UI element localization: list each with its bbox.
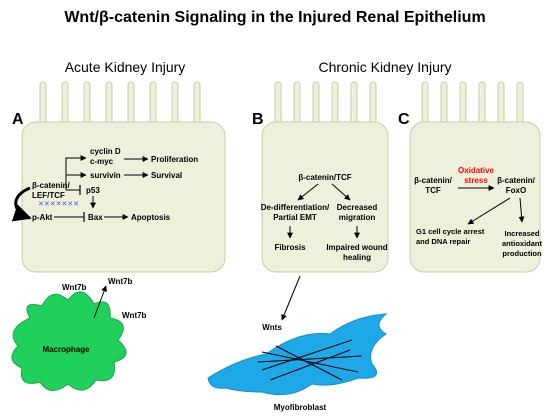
- wnts-label: Wnts: [262, 323, 282, 332]
- a-pakt: p-Akt: [32, 213, 53, 222]
- stress-fibers: [257, 339, 363, 381]
- c-bcatenin: β-catenin/: [414, 176, 453, 185]
- c-oxidative: Oxidative: [458, 166, 495, 175]
- panel-c-content: β-catenin/ TCF Oxidative stress β-cateni…: [414, 166, 542, 258]
- wnt7b-right: Wnt7b: [122, 311, 147, 320]
- panel-a-letter: A: [12, 111, 24, 128]
- wnt7b-left: Wnt7b: [62, 283, 87, 292]
- macrophage-cell: [11, 291, 127, 391]
- a-cyclin: cyclin D: [90, 147, 121, 156]
- panel-b-content: β-catenin/TCF De-differentiation/ Partia…: [261, 173, 388, 262]
- a-survival: Survival: [151, 171, 182, 180]
- b-partial-emt: Partial EMT: [273, 213, 317, 222]
- c-tcf: TCF: [425, 186, 441, 195]
- a-proliferation: Proliferation: [151, 155, 198, 164]
- myofibroblast-cell: [207, 313, 388, 396]
- cilia-b: [274, 81, 377, 127]
- cilia-c: [421, 81, 524, 127]
- chronic-heading: Chronic Kidney Injury: [318, 59, 451, 75]
- c-bcatenin-foxo: β-catenin/: [497, 176, 536, 185]
- cell-c: [409, 81, 541, 273]
- cilia-a: [39, 81, 201, 127]
- cell-a: [21, 81, 226, 273]
- c-antioxidant: antioxidant: [502, 239, 543, 248]
- a-bax: Bax: [88, 213, 103, 222]
- wnt7b-top: Wnt7b: [108, 277, 133, 286]
- b-fibrosis: Fibrosis: [274, 243, 306, 252]
- figure-title: Wnt/β-catenin Signaling in the Injured R…: [64, 9, 485, 26]
- a-lef-tcf: LEF/TCF: [32, 191, 65, 200]
- a-cmyc: c-myc: [90, 157, 114, 166]
- c-production: production: [502, 249, 542, 258]
- b-decreased: Decreased: [337, 203, 378, 212]
- b-healing: healing: [343, 253, 371, 262]
- c-increased: Increased: [504, 229, 539, 238]
- c-foxo: FoxO: [506, 186, 526, 195]
- c-g1-arrest: G1 cell cycle arrest: [416, 227, 485, 236]
- a-survivin: survivin: [90, 171, 121, 180]
- b-impaired: Impaired wound: [326, 243, 387, 252]
- cell-body-c: [409, 121, 541, 273]
- cell-body-a: [21, 121, 226, 273]
- myofibroblast-label: Myofibroblast: [274, 403, 327, 412]
- a-p53: p53: [86, 186, 100, 195]
- c-dna-repair: and DNA repair: [416, 237, 470, 246]
- panel-a-content: β-catenin/ LEF/TCF ✕✕✕✕✕✕✕ cyclin D c-my…: [11, 147, 198, 222]
- a-apoptosis: Apoptosis: [131, 213, 171, 222]
- a-bcatenin: β-catenin/: [32, 181, 71, 190]
- b-migration: migration: [339, 213, 376, 222]
- macrophage-label: Macrophage: [42, 345, 90, 354]
- b-bcatenin: β-catenin/TCF: [298, 173, 351, 182]
- panel-c-letter: C: [398, 111, 410, 128]
- acute-heading: Acute Kidney Injury: [65, 59, 186, 75]
- panel-b-letter: B: [252, 111, 264, 128]
- c-stress: stress: [464, 176, 488, 185]
- b-dediff: De-differentiation/: [261, 203, 330, 212]
- feedback-arrow: [11, 186, 32, 222]
- dna-icon: ✕✕✕✕✕✕✕: [38, 200, 79, 208]
